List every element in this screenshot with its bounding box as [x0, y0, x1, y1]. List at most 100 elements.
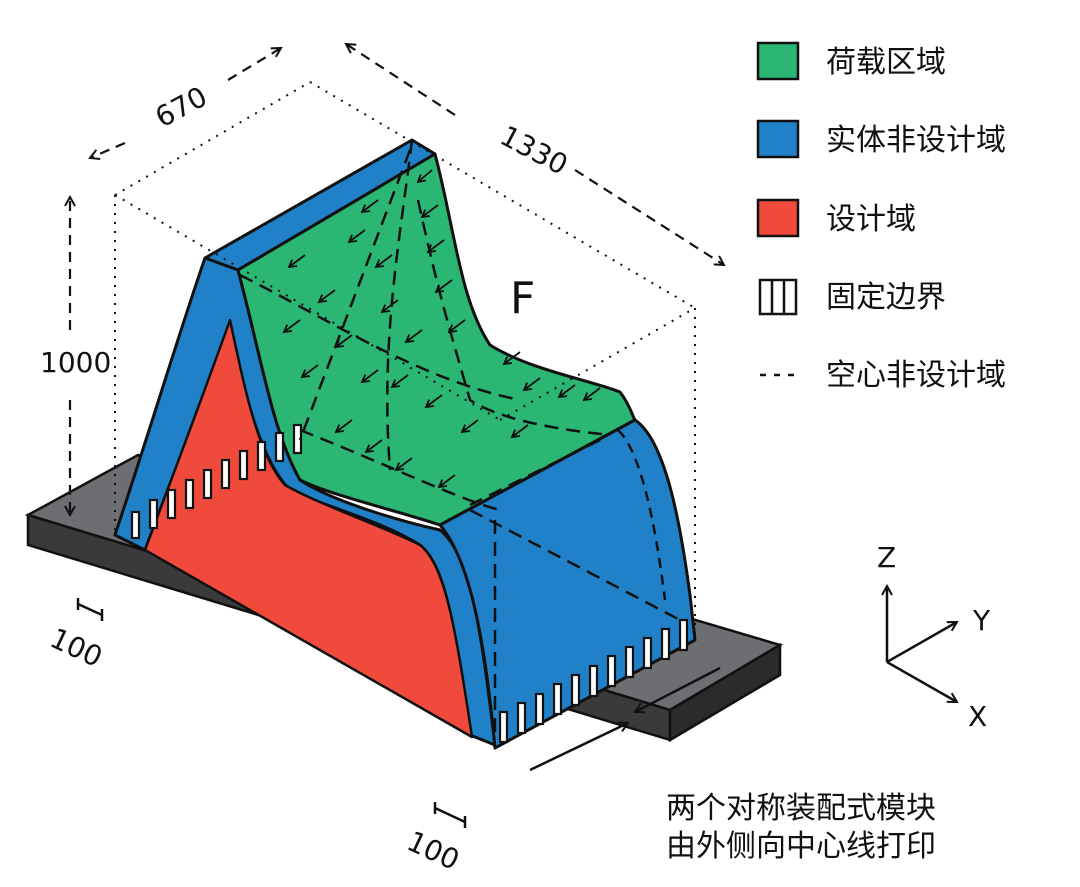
load-arrow [360, 199, 379, 214]
legend-swatch-design [756, 198, 800, 238]
print-direction-arrow-right [635, 666, 721, 712]
hatch-mark [516, 701, 527, 735]
note-line-2: 由外侧向中心线打印 [666, 829, 936, 864]
design-domain-red [143, 318, 474, 739]
load-arrow [317, 289, 336, 304]
hatch-mark [678, 618, 689, 652]
axis-z-label: Z [877, 541, 896, 574]
legend: 荷载区域 实体非设计域 设计域 固定边界 空心非设计域 [756, 41, 1006, 393]
dim-base-margin-bottom-label: 100 [402, 824, 464, 876]
load-arrow [364, 439, 383, 454]
note-line-1: 两个对称装配式模块 [666, 791, 936, 826]
load-arrow [394, 457, 413, 472]
hatch-mark [238, 449, 249, 481]
axis-x [886, 660, 957, 704]
hatch-mark [534, 692, 545, 726]
legend-label-fixed: 固定边界 [826, 280, 946, 315]
hatch-mark [130, 510, 141, 540]
legend-label-solid: 实体非设计域 [826, 123, 1006, 158]
hatch-mark [552, 682, 563, 716]
fixed-boundary-hatch-right [498, 618, 689, 744]
axis-y-label: Y [972, 604, 991, 637]
front-block-edge [617, 429, 667, 601]
hollow-dash-line [299, 428, 501, 512]
load-arrow [434, 279, 453, 294]
hatch-mark [606, 654, 617, 688]
hatch-mark [642, 636, 653, 670]
load-arrow [380, 299, 399, 314]
chair-body [113, 138, 697, 750]
axis-x-label: X [968, 700, 987, 733]
hollow-dash-line [469, 438, 601, 507]
legend-label-hollow: 空心非设计域 [826, 358, 1006, 393]
dimension-lines [70, 44, 724, 515]
load-arrow [347, 229, 366, 244]
load-arrow [502, 351, 521, 366]
dim-base-margin-left-label: 100 [45, 621, 107, 673]
load-arrow [404, 329, 423, 344]
hatch-mark [660, 627, 671, 661]
dim-width-line [90, 141, 126, 158]
hatch-mark [624, 645, 635, 679]
force-label: F [510, 273, 535, 324]
load-arrow [557, 384, 576, 399]
legend-swatch-fixed [758, 278, 798, 316]
base-margin-markers [76, 598, 467, 828]
load-arrow [390, 374, 409, 389]
load-arrow [300, 364, 319, 379]
load-arrow [510, 424, 529, 439]
hatch-mark [166, 488, 177, 520]
load-arrow [522, 377, 541, 392]
load-arrow [460, 419, 479, 434]
hatch-mark [588, 664, 599, 698]
hollow-dash-line [416, 199, 611, 437]
axes [886, 586, 957, 704]
margin-marker-bottom [434, 806, 466, 824]
load-arrow [424, 394, 443, 409]
hatch-mark [220, 458, 231, 490]
hatch-mark [184, 478, 195, 510]
axis-y [886, 620, 957, 664]
load-arrow [360, 369, 379, 384]
fixed-boundary-hatch-left [130, 423, 303, 540]
dim-length-label: 1330 [495, 119, 573, 182]
load-arrow [416, 169, 433, 184]
legend-swatch-solid [756, 119, 800, 159]
load-arrow [374, 254, 393, 269]
dim-height-label: 1000 [40, 346, 111, 379]
hollow-dash-line [239, 273, 521, 402]
load-arrow [420, 204, 439, 219]
legend-label-design: 设计域 [826, 202, 916, 237]
base-plate-right-side [668, 642, 782, 743]
load-arrow [334, 334, 353, 349]
print-direction-arrow-left [529, 723, 628, 772]
dim-width-label: 670 [150, 80, 213, 134]
hollow-domain-dashed-lines [239, 139, 681, 740]
load-arrow [334, 419, 353, 434]
load-arrow [426, 239, 445, 254]
hollow-dash-line [469, 508, 681, 622]
hatch-mark [148, 498, 159, 530]
bbox-edge [114, 81, 311, 196]
load-arrow [437, 474, 456, 489]
legend-swatch-load [756, 41, 800, 81]
hollow-dash-line [298, 149, 412, 441]
hatch-mark [256, 440, 267, 472]
bbox-edge [499, 307, 696, 421]
hollow-dash-line [386, 139, 414, 471]
legend-hatch-frame [758, 278, 798, 316]
bounding-box-dotted [114, 81, 696, 640]
dim-width-line [227, 48, 281, 81]
hatch-mark [202, 468, 213, 500]
load-arrow [287, 254, 306, 269]
dim-length-line [574, 169, 724, 265]
hatch-mark [570, 673, 581, 707]
margin-marker-left [77, 602, 103, 617]
load-arrows [282, 169, 601, 489]
load-arrow [582, 387, 601, 402]
load-arrow [447, 319, 466, 334]
load-arrow [282, 319, 301, 334]
hatch-mark [498, 710, 509, 744]
dim-length-line [346, 44, 456, 116]
